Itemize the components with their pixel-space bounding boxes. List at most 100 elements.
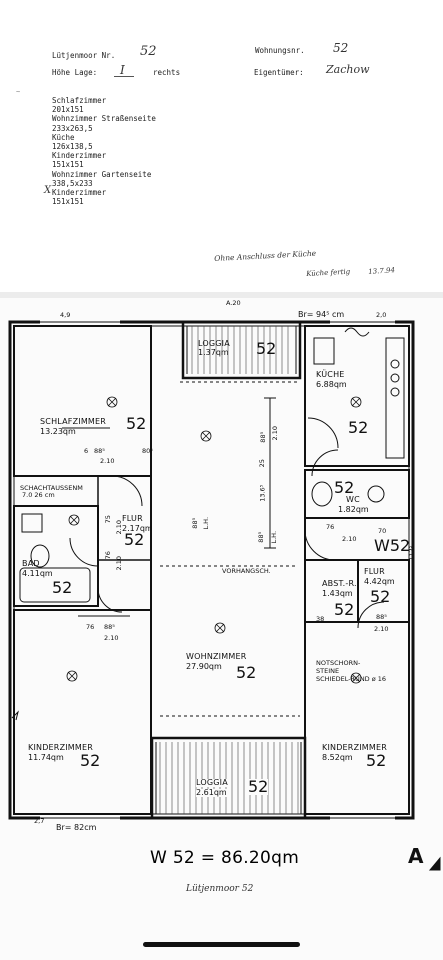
- scan-divider: [0, 292, 443, 298]
- door-swing: [357, 601, 385, 629]
- kueche-name: KÜCHE: [316, 370, 345, 379]
- top-left-dim: 4,9: [60, 311, 71, 319]
- flur-right-num: 52: [370, 587, 391, 606]
- room-list-line: Kinderzimmer: [52, 151, 107, 161]
- kinder-left-area: 11.74qm: [28, 753, 64, 762]
- kinder-left-name: KINDERZIMMER: [28, 743, 94, 752]
- home-indicator[interactable]: [143, 942, 300, 947]
- wall-kinder-left: [13, 609, 152, 815]
- notschorn-line1: NOTSCHORN-: [316, 659, 361, 667]
- kueche-area: 6.88qm: [316, 380, 347, 389]
- notschorn-line2: STEINE: [316, 667, 340, 675]
- width-top: Br= 94⁵ cm: [298, 310, 345, 319]
- door-dim: 80⁵: [142, 447, 153, 455]
- unit-value: 52: [333, 41, 349, 55]
- owner-label: Eigentümer:: [254, 68, 304, 77]
- door-swing: [69, 537, 99, 567]
- door-swing: [311, 449, 339, 477]
- schlafzimmer-num: 52: [126, 414, 147, 433]
- toilet-wc: [311, 481, 333, 507]
- wall-wc: [304, 469, 410, 519]
- bad-num: 52: [52, 578, 73, 597]
- vert-dim: 13.6⁵: [258, 484, 267, 502]
- door-dim: 88⁵: [104, 623, 115, 631]
- bathtub: [19, 567, 91, 603]
- kinder-right-name: KINDERZIMMER: [322, 743, 388, 752]
- bottom-left-dim: 2,7: [34, 817, 45, 825]
- vert-dim: 25: [257, 459, 266, 468]
- room-list-line: 338,5x233: [52, 178, 93, 188]
- wc-name: WC: [346, 495, 360, 504]
- flur-right-name: FLUR: [364, 567, 385, 576]
- flur-right-area: 4.42qm: [364, 577, 395, 586]
- schacht-dim: 7.0 26 cm: [22, 491, 55, 499]
- wall-kueche: [304, 325, 410, 467]
- flur-left-area: 2.17qm: [122, 524, 153, 533]
- door-dim: 2.10: [374, 625, 389, 633]
- vert-dim: 2.10: [114, 556, 123, 571]
- schacht-name: SCHACHTAUSSENM: [20, 484, 83, 492]
- washbasin-bad: [21, 513, 43, 533]
- stove-burner: [390, 387, 400, 397]
- handwritten-note-date: 13.7.94: [368, 266, 396, 276]
- vert-dim: 2.10: [114, 520, 123, 535]
- wall-kinder-right: [304, 621, 410, 815]
- flur-left-name: FLUR: [122, 514, 143, 523]
- floor-plan: A.20 4,9 2,0 Br= 94⁵ cm LOGGIA 1.37qm 52…: [0, 298, 443, 960]
- room-list-line: 201x151: [52, 105, 84, 115]
- plan-drawing: [8, 320, 441, 871]
- footer-handwriting: Lütjenmoor 52: [186, 884, 254, 894]
- stove-burner: [390, 373, 400, 383]
- door-dim: 88⁵: [376, 613, 387, 621]
- door-dim: 2.10: [104, 634, 119, 642]
- list-check-mark: X: [44, 185, 52, 196]
- door-dim: 2.10: [342, 535, 357, 543]
- loggia-bottom-num: 52: [248, 777, 269, 796]
- loggia-top-name: LOGGIA: [198, 339, 230, 348]
- room-list-line: 151x151: [52, 160, 84, 170]
- total-area: W 52 = 86.20qm: [150, 848, 300, 868]
- washbasin-wc: [367, 485, 385, 503]
- floor-label: Höhe Lage:: [52, 68, 98, 77]
- floor-value: I: [120, 63, 125, 77]
- room-list-line: Wohnzimmer Gartenseite: [52, 169, 152, 179]
- room-list-line: 126x138,5: [52, 142, 93, 152]
- door-dim: 38: [316, 615, 325, 623]
- top-mark: A.20: [226, 299, 241, 307]
- outer-wall: [8, 320, 415, 820]
- wall-schlafzimmer: [13, 325, 152, 477]
- wc-area: 1.82qm: [338, 505, 369, 514]
- door-dim: 76: [326, 523, 335, 531]
- floor-side: rechts: [153, 68, 181, 77]
- room-list-line: 151x151: [52, 197, 84, 207]
- margin-tick: ~: [16, 88, 21, 96]
- kinder-right-area: 8.52qm: [322, 753, 353, 762]
- room-list-line: Küche: [52, 132, 75, 142]
- bad-name: BAD: [22, 559, 40, 568]
- door-swing: [307, 417, 339, 449]
- door-dim: 88⁵: [94, 447, 105, 455]
- vert-dim: 88⁵: [257, 531, 266, 543]
- loggia-top-hatch: [191, 326, 289, 374]
- notschorn-line3: SCHIEDEL-RUND ø 16: [316, 675, 387, 683]
- loggia-bottom-area: 2.61qm: [196, 788, 227, 797]
- abst-area: 1.43qm: [322, 589, 353, 598]
- street-number: 52: [140, 44, 157, 59]
- outer-wall-inner-line: [13, 325, 410, 815]
- loggia-top-wall: [181, 322, 302, 380]
- loggia-hatch: [159, 742, 299, 814]
- bad-area: 4.11qm: [22, 569, 53, 578]
- abst-num: 52: [334, 600, 355, 619]
- handwritten-note-line1: Ohne Anschluss der Küche: [214, 248, 317, 263]
- door-swing: [304, 529, 336, 561]
- top-right-dim: 2,0: [376, 311, 387, 319]
- flur-left-num: 52: [124, 530, 145, 549]
- door-dim: 6: [84, 447, 89, 455]
- floor-underline: [114, 76, 134, 77]
- owner-value: Zachow: [326, 63, 370, 76]
- room-list-line: 233x263,5: [52, 123, 93, 133]
- vert-dim: 75: [103, 515, 112, 524]
- stove-burner: [390, 359, 400, 369]
- room-list-line: Schlafzimmer: [52, 96, 107, 105]
- room-list-line: Kinderzimmer: [52, 188, 107, 198]
